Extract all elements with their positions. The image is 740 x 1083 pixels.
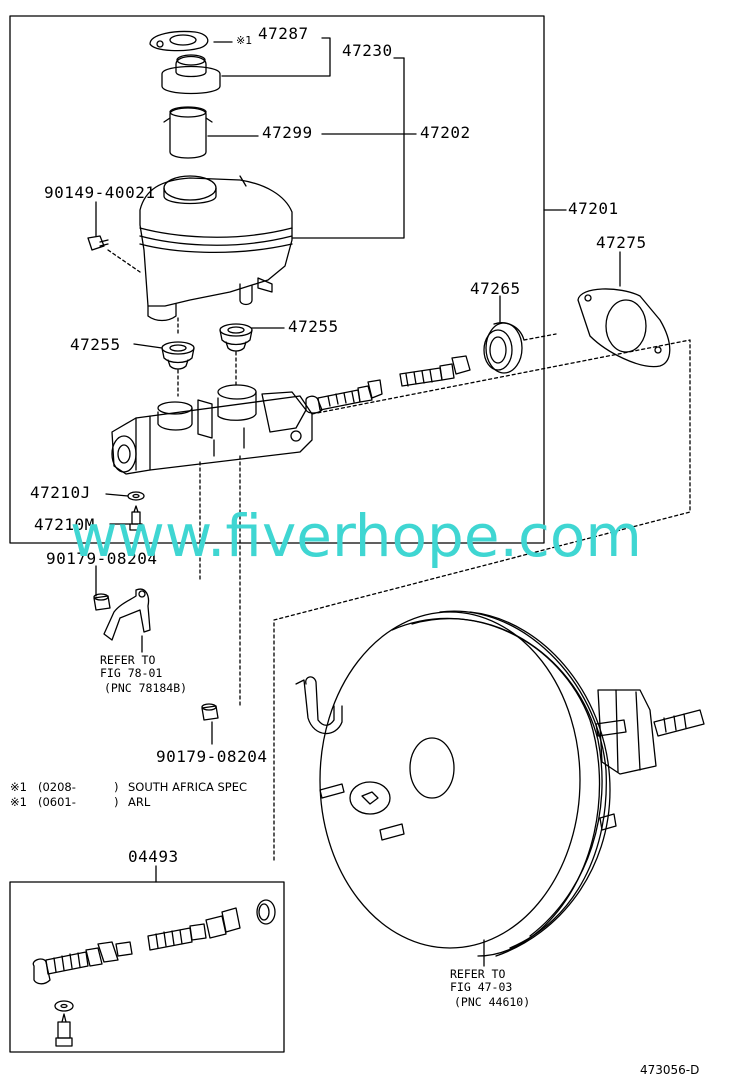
note2-text: ARL [128,795,151,809]
ref-fig47-line2: FIG 47-03 [450,980,513,994]
bracket-part [103,588,151,641]
label-04493: 04493 [128,847,179,866]
ref-fig47-line1: REFER TO [450,967,506,981]
reservoir-tank-part [139,175,293,322]
repair-kit-frame [9,881,285,1053]
label-47299: 47299 [262,123,313,142]
master-cylinder-group-frame [9,15,545,544]
note1-close: ) [114,780,119,794]
label-90179-08204-bottom: 90179-08204 [156,747,268,766]
repair-kit-parts [32,899,276,1047]
note2-code: (0601- [38,795,76,809]
piston-assembly-part [305,355,471,414]
ref-fig78-line1: REFER TO [100,653,156,667]
reservoir-strainer-part [163,106,213,159]
leader-47202-vertical [291,57,405,239]
label-90149-40021: 90149-40021 [44,183,156,202]
booster-gasket-part [577,288,671,368]
note2-mark: ※1 [10,795,27,809]
note1-code: (0208- [38,780,76,794]
bolt-top-part [93,593,111,611]
dashed-line-a [273,339,691,861]
label-47201: 47201 [568,199,619,218]
label-90179-08204-top: 90179-08204 [46,549,158,568]
figure-id: 473056-D [640,1063,700,1077]
label-47210J: 47210J [30,483,91,502]
washer-part [127,491,145,501]
brake-booster-part [295,610,705,957]
leader-47230 [221,37,331,77]
grommet-left-part [161,341,195,370]
leader-47255-left [133,343,163,349]
grommet-right-part [219,323,253,352]
label-47230: 47230 [342,41,393,60]
watermark-text: www.fiverhope.com [70,502,642,570]
label-47287: 47287 [258,24,309,43]
note1-mark: ※1 [10,780,27,794]
label-47210M: 47210M [34,515,95,534]
ref-fig78-line2: FIG 78-01 [100,666,163,680]
master-cylinder-body-part [111,384,313,475]
reservoir-screw-part [87,235,141,273]
bolt-bottom-part [201,703,219,721]
reservoir-cap-part [161,54,221,95]
bleeder-plug-part [129,505,143,531]
note2-close: ) [114,795,119,809]
ref-fig78-line3: (PNC 78184B) [104,681,188,695]
ref-fig47-line3: (PNC 44610) [454,995,531,1009]
label-47202: 47202 [420,123,471,142]
label-47265: 47265 [470,279,521,298]
label-47255-right: 47255 [288,317,339,336]
cap-gasket-part [149,30,209,52]
label-47275: 47275 [596,233,647,252]
note1-text: SOUTH AFRICA SPEC [128,780,248,794]
spec-mark-47287: ※1 [236,34,253,47]
label-47255-left: 47255 [70,335,121,354]
seal-part [483,322,525,374]
